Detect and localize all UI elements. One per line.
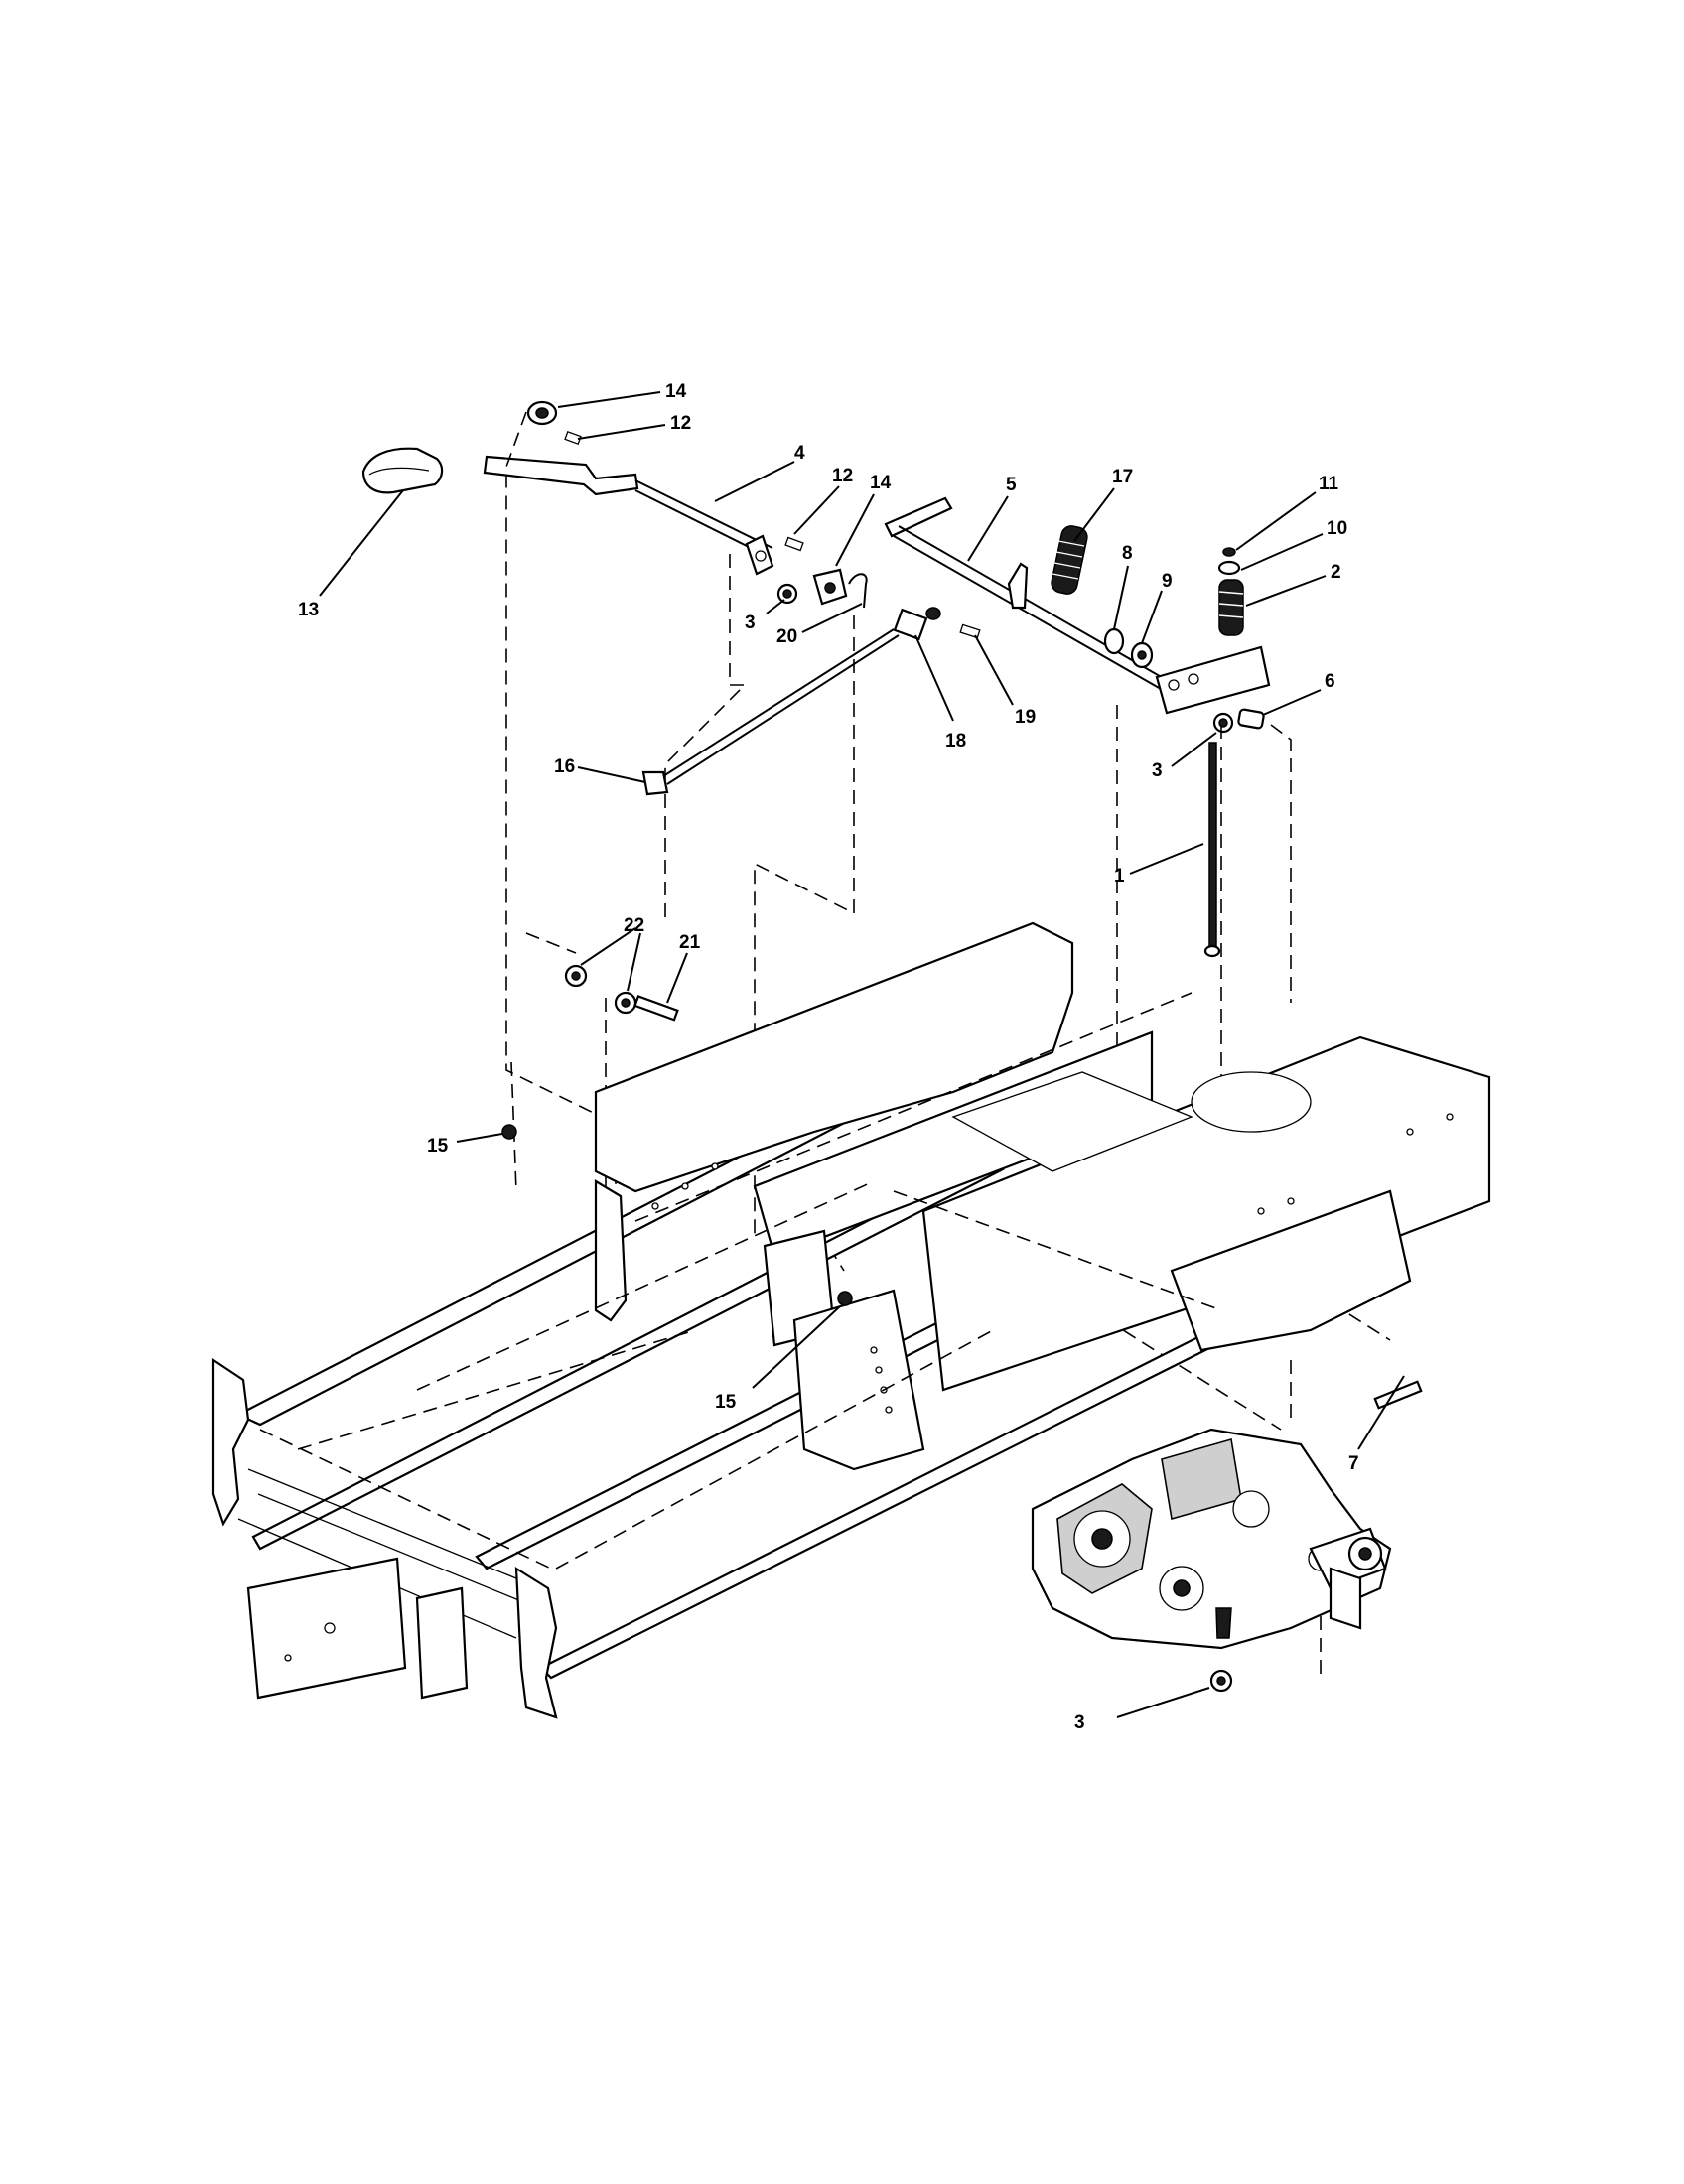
- callout-4: 4: [794, 443, 805, 464]
- trunnion-part: [893, 607, 941, 641]
- control-rod-part: [641, 628, 900, 796]
- bracket-plate-part: [812, 568, 848, 606]
- callout-22: 22: [624, 915, 644, 936]
- bushing-part: [526, 400, 558, 426]
- nut-part: [776, 583, 798, 605]
- washer-22-part: [614, 991, 637, 1015]
- callout-11: 11: [1319, 474, 1339, 494]
- callout-13: 13: [298, 600, 319, 620]
- chassis-frame: [211, 921, 1491, 1719]
- callout-labels: 14 12 4 12 14 5 17 11 10 2 8 9 13 3 20 1…: [298, 381, 1359, 1733]
- callout-6: 6: [1325, 671, 1335, 692]
- callout-1: 1: [1114, 866, 1125, 887]
- leader-lines: [319, 391, 1405, 1718]
- spring-small-part: [1218, 579, 1244, 636]
- collar-part: [1103, 627, 1125, 655]
- callout-17: 17: [1112, 467, 1133, 487]
- callout-3-mid: 3: [1152, 760, 1163, 781]
- callout-16: 16: [554, 756, 575, 777]
- transaxle-unit: [1031, 1428, 1392, 1650]
- grip-pad-part: [361, 447, 444, 494]
- callout-7: 7: [1348, 1453, 1359, 1474]
- callout-10: 10: [1327, 518, 1347, 539]
- callout-20: 20: [776, 626, 797, 647]
- callout-18: 18: [945, 731, 966, 751]
- callout-19: 19: [1015, 707, 1036, 728]
- nut-bottom-part: [1209, 1669, 1233, 1693]
- cross-shaft-part: [884, 496, 1271, 715]
- callout-14: 14: [665, 381, 687, 402]
- callout-15: 15: [427, 1136, 449, 1157]
- frame-holes: [284, 1113, 1454, 1662]
- hairpin-part: [848, 573, 868, 609]
- callout-12-lower: 12: [832, 466, 853, 486]
- washer-part: [1130, 641, 1154, 669]
- callout-5: 5: [1006, 475, 1017, 495]
- callout-14-lower: 14: [870, 473, 892, 493]
- nut-15a-part: [501, 1124, 517, 1140]
- clip-part: [1222, 547, 1236, 557]
- pin-19-part: [959, 623, 981, 639]
- lever-arm-part: [483, 455, 774, 576]
- nut-mid-part: [1212, 712, 1234, 734]
- callout-3-bottom: 3: [1074, 1712, 1085, 1733]
- callout-9: 9: [1162, 571, 1173, 592]
- callout-2: 2: [1331, 562, 1341, 583]
- bolt-21-part: [633, 995, 679, 1022]
- callout-21: 21: [679, 932, 701, 953]
- washer-small-part: [1217, 560, 1241, 576]
- nut-22-part: [564, 964, 588, 988]
- callout-12: 12: [670, 413, 691, 434]
- pin-lower-part: [784, 536, 804, 552]
- spacer-part: [1237, 708, 1265, 730]
- callout-15-lower: 15: [715, 1392, 737, 1413]
- pin-part: [564, 431, 582, 445]
- threaded-rod-part: [1203, 742, 1221, 958]
- nut-15b-part: [837, 1291, 853, 1306]
- spring-large-part: [1051, 525, 1088, 595]
- callout-3: 3: [745, 613, 756, 633]
- callout-8: 8: [1122, 543, 1133, 564]
